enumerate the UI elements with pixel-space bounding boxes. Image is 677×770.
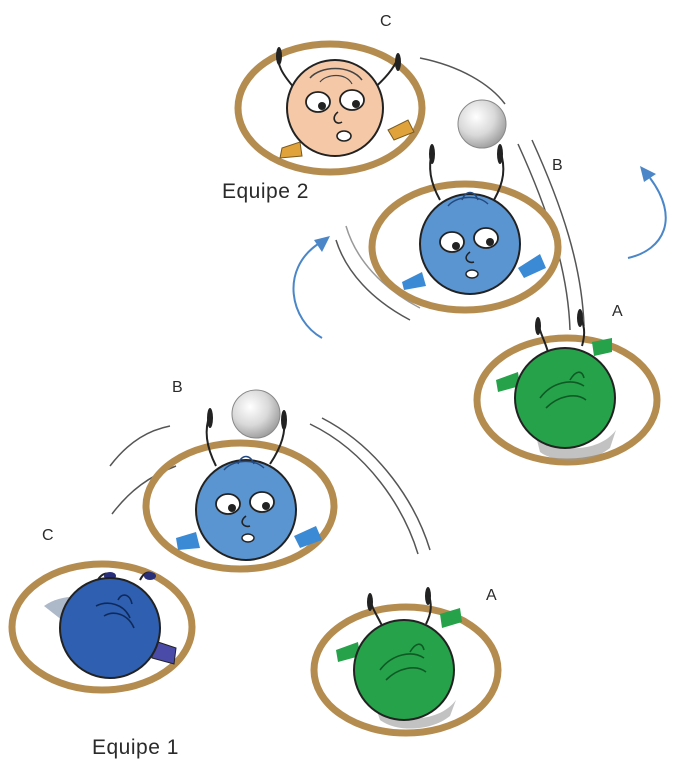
rotation-arrow-icon	[627, 166, 667, 259]
team2-label-c: C	[380, 13, 392, 30]
team2-label-b: B	[552, 157, 563, 174]
hoop-icon	[142, 439, 338, 573]
ball-icon	[457, 99, 507, 149]
team2-player-a	[473, 309, 661, 466]
hoop-icon	[8, 560, 196, 694]
rotation-arrow-icon	[292, 236, 330, 339]
team2-name: Equipe 2	[222, 180, 309, 203]
team1-label-c: C	[42, 527, 54, 544]
team1-player-b	[142, 408, 338, 573]
team1-player-a	[310, 587, 502, 737]
team2-label-a: A	[612, 303, 623, 320]
team2-player-b	[368, 144, 562, 314]
team2-pass-lines	[335, 57, 585, 331]
hoop-icon	[368, 180, 562, 314]
hoop-icon	[310, 603, 502, 737]
hoop-icon	[473, 334, 661, 466]
ball-icon	[231, 389, 281, 439]
team2-player-c	[234, 40, 426, 176]
team1-name: Equipe 1	[92, 736, 179, 759]
team1-label-a: A	[486, 587, 497, 604]
team1-label-b: B	[172, 379, 183, 396]
hoop-icon	[234, 40, 426, 176]
team1-player-c	[8, 560, 196, 694]
